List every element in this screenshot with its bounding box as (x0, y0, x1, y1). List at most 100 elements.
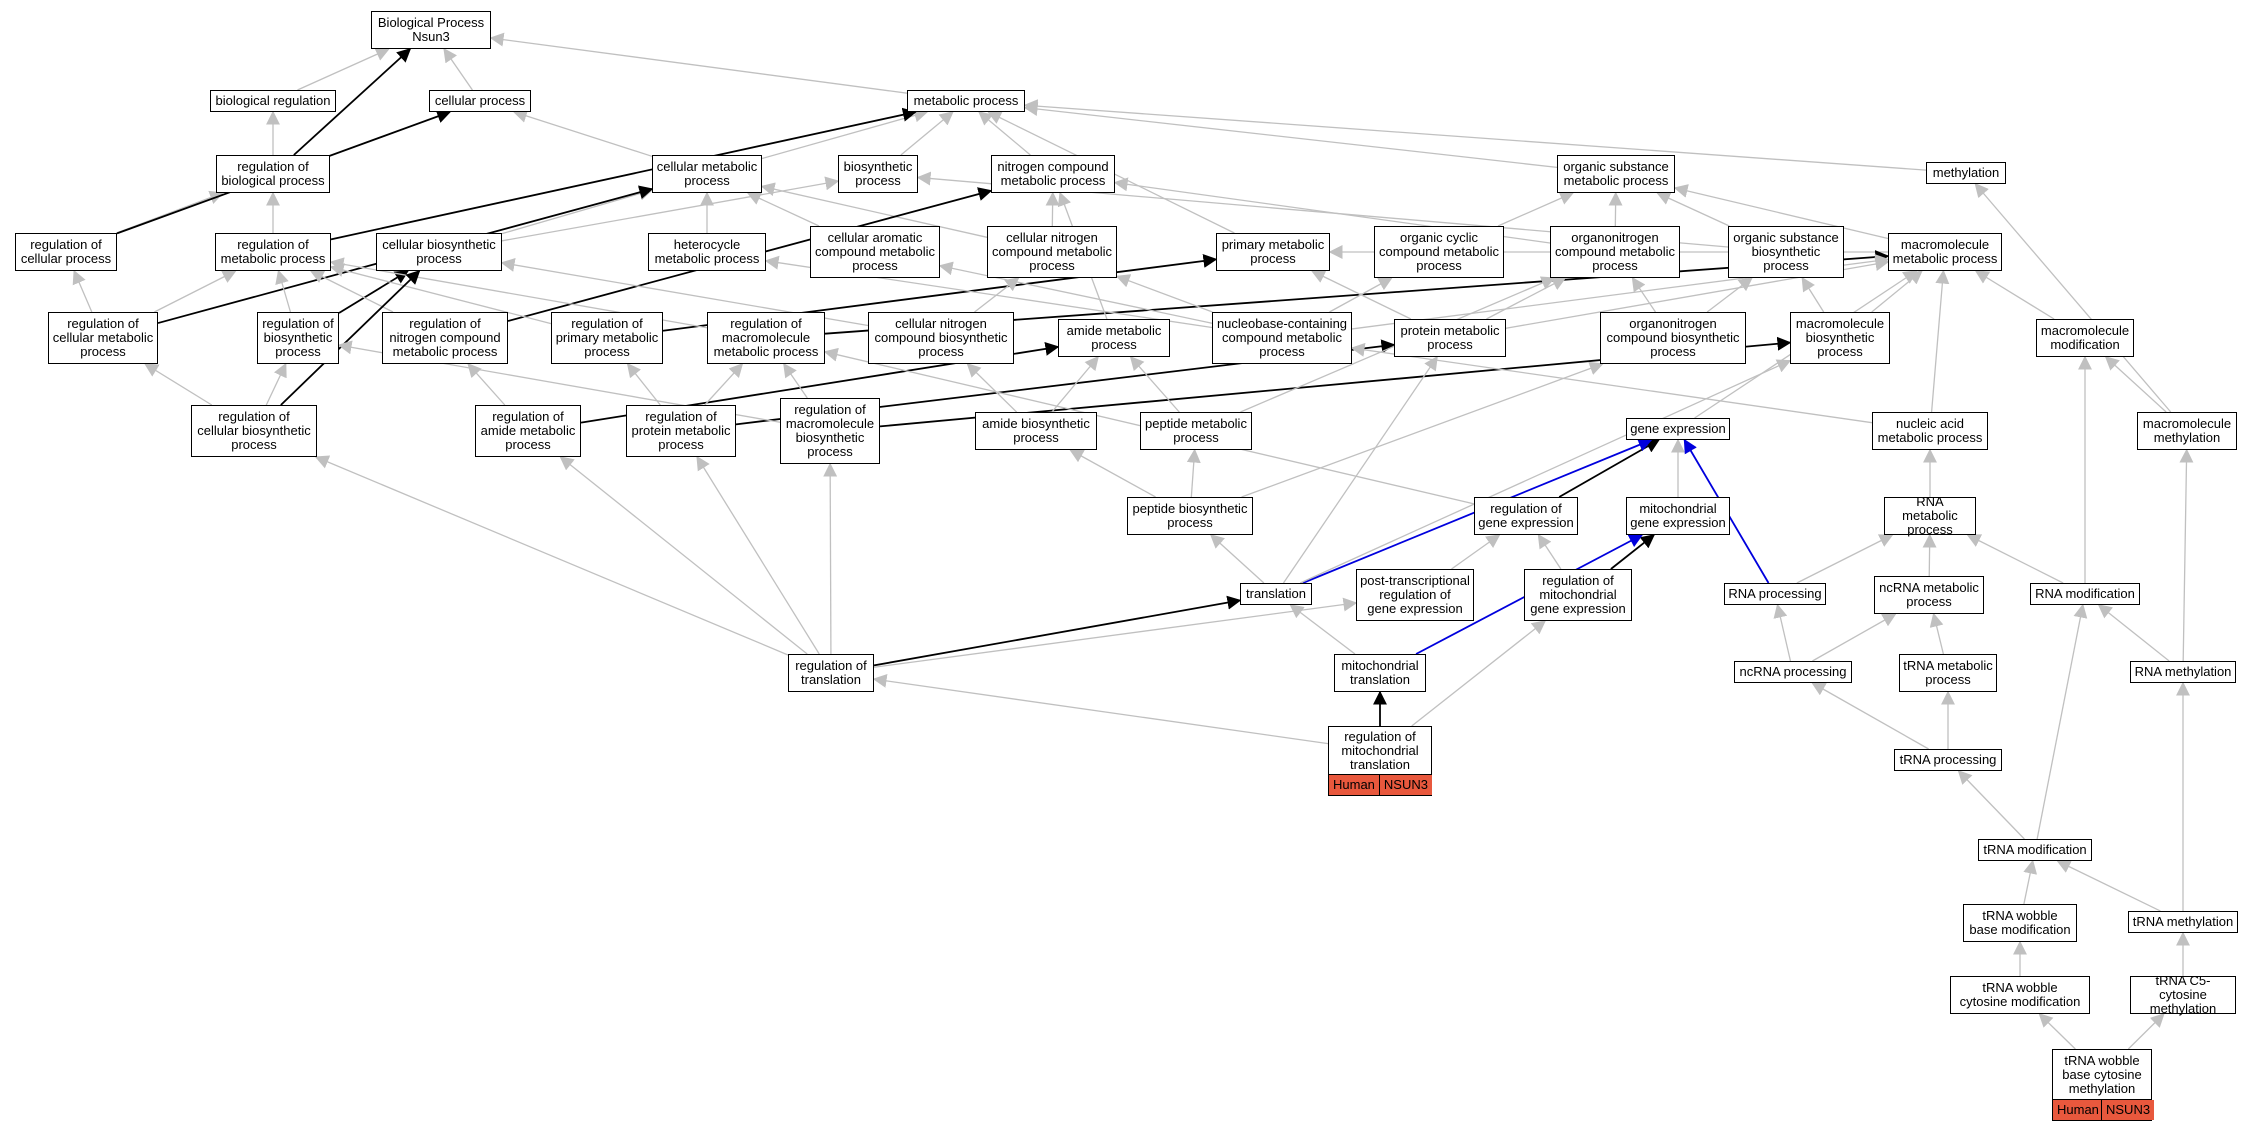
node-heterocycle-metabolic-process[interactable]: heterocycle metabolic process (648, 233, 766, 271)
edge-regcellbio-to-cellbio (280, 270, 421, 406)
node-macromolecule-modification[interactable]: macromolecule modification (2036, 319, 2134, 357)
edge-rnamethyl-to-rnamod (2097, 604, 2170, 662)
node-regulation-of-nitrogen-compound-metabolic-process[interactable]: regulation of nitrogen compound metaboli… (382, 312, 508, 364)
edge-biosyn-to-metab (900, 111, 954, 156)
node-nitrogen-compound-metabolic-process[interactable]: nitrogen compound metabolic process (991, 155, 1115, 193)
node-rna-methylation[interactable]: RNA methylation (2130, 661, 2236, 683)
node-mitochondrial-translation[interactable]: mitochondrial translation (1334, 654, 1426, 692)
edge-amidebio-to-amide (1051, 355, 1099, 413)
node-amide-metabolic-process[interactable]: amide metabolic process (1058, 319, 1170, 357)
edge-regtransl-to-regamide (559, 456, 808, 655)
node-macromolecule-metabolic-process[interactable]: macromolecule metabolic process (1888, 233, 2002, 271)
edge-posttr-to-reggene (1451, 534, 1501, 570)
node-organic-substance-metabolic-process[interactable]: organic substance metabolic process (1557, 155, 1675, 193)
node-ncrna-processing[interactable]: ncRNA processing (1734, 661, 1852, 683)
edge-ncrnaproc-to-rnaproc (1773, 603, 1792, 662)
node-translation[interactable]: translation (1240, 583, 1312, 605)
node-cellular-process[interactable]: cellular process (429, 90, 531, 112)
node-organic-cyclic-compound-metabolic-process[interactable]: organic cyclic compound metabolic proces… (1374, 226, 1504, 278)
node-regulation-of-cellular-biosynthetic-process[interactable]: regulation of cellular biosynthetic proc… (191, 405, 317, 457)
edge-regmitogene-to-mitogene (1610, 534, 1656, 570)
edge-protmet-to-orgnit (1486, 277, 1567, 320)
node-rna-processing[interactable]: RNA processing (1724, 583, 1826, 605)
node-organonitrogen-compound-metabolic-process[interactable]: organonitrogen compound metabolic proces… (1550, 226, 1680, 278)
node-nucleobase-containing-compound-metabolic-process[interactable]: nucleobase-containing compound metabolic… (1212, 312, 1352, 364)
edge-regcellbio-to-regcellmet (144, 363, 213, 406)
node-biological-regulation[interactable]: biological regulation (210, 90, 336, 112)
node-regulation-of-mitochondrial-gene-expression[interactable]: regulation of mitochondrial gene express… (1524, 569, 1632, 621)
node-macromolecule-methylation[interactable]: macromolecule methylation (2137, 412, 2237, 450)
node-trna-wobble-base-cytosine-methylation[interactable]: tRNA wobble base cytosine methylation (2052, 1049, 2152, 1101)
node-organonitrogen-compound-biosynthetic-process[interactable]: organonitrogen compound biosynthetic pro… (1600, 312, 1746, 364)
node-mitochondrial-gene-expression[interactable]: mitochondrial gene expression (1626, 497, 1730, 535)
node-cellular-metabolic-process[interactable]: cellular metabolic process (652, 155, 762, 193)
edge-nitro-to-metab (978, 111, 1031, 156)
edge-orgsubbio-to-orgsub (1656, 191, 1730, 227)
species-tag: Human (1329, 775, 1379, 795)
node-regulation-of-cellular-metabolic-process[interactable]: regulation of cellular metabolic process (48, 312, 158, 364)
node-cellular-biosynthetic-process[interactable]: cellular biosynthetic process (376, 233, 502, 271)
node-primary-metabolic-process[interactable]: primary metabolic process (1216, 233, 1330, 271)
node-macromolecule-biosynthetic-process[interactable]: macromolecule biosynthetic process (1790, 312, 1890, 364)
node-metabolic-process[interactable]: metabolic process (907, 90, 1025, 112)
node-organic-substance-biosynthetic-process[interactable]: organic substance biosynthetic process (1728, 226, 1844, 278)
edge-transl-to-macrobio (1299, 359, 1792, 584)
node-rna-modification[interactable]: RNA modification (2030, 583, 2140, 605)
edge-pepbio-to-pepmet (1186, 448, 1201, 498)
node-trna-wobble-base-modification[interactable]: tRNA wobble base modification (1963, 904, 2077, 942)
edge-wobblecytmeth-to-c5 (2127, 1013, 2165, 1050)
node-regulation-of-macromolecule-metabolic-process[interactable]: regulation of macromolecule metabolic pr… (707, 312, 825, 364)
node-trna-c5-cytosine-methylation[interactable]: tRNA C5-cytosine methylation (2130, 974, 2236, 1016)
node-peptide-metabolic-process[interactable]: peptide metabolic process (1140, 412, 1252, 450)
edge-regnit-to-regmet (309, 270, 394, 313)
edge-regtransl-to-posttr (873, 597, 1358, 668)
edge-macromethyl-to-macromod (2104, 356, 2167, 413)
node-trna-modification[interactable]: tRNA modification (1978, 839, 2092, 861)
edge-methyl-to-metab (1023, 99, 1927, 171)
node-regulation-of-amide-metabolic-process[interactable]: regulation of amide metabolic process (475, 405, 581, 457)
edge-regmitotransl-to-regtransl (872, 673, 1329, 745)
node-amide-biosynthetic-process[interactable]: amide biosynthetic process (975, 412, 1097, 450)
edge-cellproc-to-bp (443, 47, 473, 91)
node-ncrna-metabolic-process[interactable]: ncRNA metabolic process (1874, 576, 1984, 614)
node-trna-wobble-cytosine-modification[interactable]: tRNA wobble cytosine modification (1950, 976, 2090, 1014)
edge-macromod-to-macro (1974, 270, 2055, 320)
node-regulation-of-primary-metabolic-process[interactable]: regulation of primary metabolic process (551, 312, 663, 364)
node-regulation-of-protein-metabolic-process[interactable]: regulation of protein metabolic process (626, 405, 736, 457)
node-peptide-biosynthetic-process[interactable]: peptide biosynthetic process (1127, 497, 1253, 535)
edge-macromethyl-to-methyl (1974, 182, 2172, 413)
node-methylation[interactable]: methylation (1926, 162, 2006, 184)
edge-macrobio-to-orgsubbio (1801, 276, 1825, 313)
node-cellular-aromatic-compound-metabolic-process[interactable]: cellular aromatic compound metabolic pro… (810, 226, 940, 278)
node-nucleic-acid-metabolic-process[interactable]: nucleic acid metabolic process (1872, 412, 1988, 450)
node-regulation-of-biosynthetic-process[interactable]: regulation of biosynthetic process (257, 312, 339, 364)
node-cellular-nitrogen-compound-biosynthetic-process[interactable]: cellular nitrogen compound biosynthetic … (868, 312, 1014, 364)
node-regulation-of-macromolecule-biosynthetic-process[interactable]: regulation of macromolecule biosynthetic… (780, 398, 880, 464)
edge-cellnit-to-cellmet (760, 182, 988, 238)
node-regulation-of-gene-expression[interactable]: regulation of gene expression (1474, 497, 1578, 535)
edge-mitotransl-to-transl (1289, 604, 1356, 655)
edge-regtransl-to-transl (873, 595, 1242, 667)
node-regulation-of-biological-process[interactable]: regulation of biological process (216, 155, 330, 193)
node-regulation-of-cellular-process[interactable]: regulation of cellular process (15, 233, 117, 271)
node-protein-metabolic-process[interactable]: protein metabolic process (1394, 319, 1506, 357)
edge-regamide-to-regnit (467, 362, 506, 406)
node-cellular-nitrogen-compound-metabolic-process[interactable]: cellular nitrogen compound metabolic pro… (987, 226, 1117, 278)
node-regulation-of-translation[interactable]: regulation of translation (788, 654, 874, 692)
node-biological-process-nsun3[interactable]: Biological Process Nsun3 (371, 11, 491, 49)
edge-orgnitbio-to-orgsubbio (1706, 277, 1753, 313)
node-biosynthetic-process[interactable]: biosynthetic process (838, 155, 918, 193)
node-trna-methylation[interactable]: tRNA methylation (2128, 911, 2238, 933)
edge-trnamod-to-trnaproc (1957, 769, 2025, 840)
edge-regtransl-to-regmacrobio (823, 462, 838, 655)
edge-rnamethyl-to-macromethyl (2179, 448, 2194, 662)
edge-regmitotransl-to-regmitogene (1411, 620, 1547, 727)
node-trna-processing[interactable]: tRNA processing (1894, 749, 2002, 771)
node-gene-expression[interactable]: gene expression (1626, 418, 1730, 440)
node-regulation-of-mitochondrial-translation[interactable]: regulation of mitochondrial translation (1328, 726, 1432, 776)
node-rna-metabolic-process[interactable]: RNA metabolic process (1884, 495, 1976, 537)
node-regulation-of-metabolic-process[interactable]: regulation of metabolic process (215, 233, 331, 271)
node-post-transcriptional-regulation-of-gene-expression[interactable]: post-transcriptional regulation of gene … (1356, 569, 1474, 621)
edge-trnamethyl-to-trnamod (2056, 860, 2161, 912)
node-trna-metabolic-process[interactable]: tRNA metabolic process (1899, 654, 1997, 692)
